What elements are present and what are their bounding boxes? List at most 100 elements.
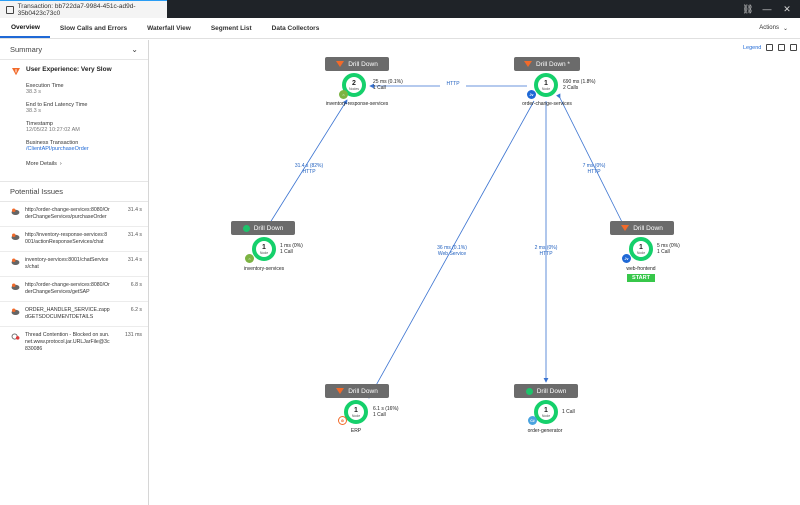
slow-call-icon [11, 233, 20, 240]
edge-ocs-erp[interactable] [368, 100, 535, 399]
node-web-frontend[interactable]: 1 Node [629, 237, 653, 261]
erp-icon: ⚙ [338, 416, 347, 425]
node-time: 1 ms (0%) [280, 243, 303, 249]
issue-text: http://order-change-services:8080/OrderC… [25, 282, 110, 295]
csharp-icon: C# [528, 416, 537, 425]
warning-icon [336, 388, 345, 394]
edge-inv-irs[interactable] [267, 99, 348, 227]
node-sub: Node [541, 413, 551, 418]
issue-item[interactable]: http://order-change-services:8080/OrderC… [0, 202, 148, 227]
issue-duration: 6.2 s [130, 307, 142, 313]
node-inventory-services[interactable]: 1 Node [252, 237, 276, 261]
grid-layout-icon[interactable] [778, 44, 786, 51]
latency-value: 38.3 s [26, 108, 41, 114]
edge-label: 2 ms (0%) HTTP [524, 245, 568, 257]
node-sub: Node [351, 413, 361, 418]
potential-issues-header: Potential Issues [0, 182, 148, 202]
node-order-change-services[interactable]: 1 Node [534, 73, 558, 97]
issue-item[interactable]: Thread Contention - Blocked on sun.net.w… [0, 327, 148, 358]
issue-duration: 6.8 s [130, 282, 142, 288]
node-order-generator[interactable]: 1 Node [534, 400, 558, 424]
actions-menu[interactable]: Actions ⌄ [759, 18, 800, 38]
legend-link[interactable]: Legend [743, 44, 762, 51]
node-count: 1 [262, 243, 266, 251]
legend-toolbar: Legend [743, 44, 798, 51]
node-label: inventory-response-services [325, 101, 389, 107]
edge-time: 31.4 s (82%) [294, 163, 324, 169]
close-icon[interactable]: ✕ [783, 3, 791, 14]
user-experience-status: User Experience: Very Slow [26, 66, 112, 73]
link-icon[interactable]: ⛓ [742, 3, 754, 14]
service-type-icon: ⌂ [339, 90, 348, 99]
node-count: 1 [354, 406, 358, 414]
issue-item[interactable]: inventory-services:8001/chatServices/cha… [0, 252, 148, 277]
node-sub: Node [541, 86, 551, 91]
slow-call-icon [11, 308, 20, 315]
more-details-link[interactable]: More Details › [26, 161, 148, 167]
edge-time: 7 ms (0%) [582, 163, 606, 169]
node-calls: 1 Call [373, 412, 386, 418]
expand-icon[interactable] [790, 44, 798, 51]
drill-down-button[interactable]: Drill Down [610, 221, 674, 235]
node-calls: 2 Calls [563, 85, 579, 91]
node-calls: 1 Call [280, 249, 293, 255]
potential-issues-heading: Potential Issues [10, 187, 63, 196]
window-controls: ⛓ — ✕ [742, 4, 800, 15]
drill-down-button[interactable]: Drill Down [514, 384, 578, 398]
node-label: inventory-services [243, 266, 285, 272]
tab-waterfall[interactable]: Waterfall View [147, 24, 191, 32]
issue-item[interactable]: http://inventory-response-services:8001/… [0, 227, 148, 252]
slow-call-icon [11, 258, 20, 265]
edge-web-ocs[interactable] [556, 93, 625, 227]
issues-list: http://order-change-services:8080/OrderC… [0, 202, 148, 358]
drill-down-label: Drill Down * [536, 60, 570, 68]
node-stats: 690 ms (1.8%) 2 Calls [563, 79, 596, 91]
flow-map[interactable] [150, 40, 800, 505]
refresh-layout-icon[interactable] [766, 44, 774, 51]
tab-slow-calls[interactable]: Slow Calls and Errors [59, 24, 128, 32]
node-calls: 1 Call [373, 85, 386, 91]
drill-down-label: Drill Down [348, 60, 378, 68]
node-erp[interactable]: 1 Node [344, 400, 368, 424]
node-label: order-change-services [522, 101, 572, 107]
edge-protocol: HTTP [587, 169, 601, 175]
node-label: web-frontend [626, 266, 656, 272]
summary-header[interactable]: Summary ⌄ [0, 40, 148, 60]
drill-down-button[interactable]: Drill Down [325, 384, 389, 398]
minimize-icon[interactable]: — [762, 3, 772, 14]
node-stats: 25 ms (0.1%) 1 Call [373, 79, 403, 91]
tab-data-collectors[interactable]: Data Collectors [271, 24, 320, 32]
node-time: 6.1 s (16%) [373, 406, 399, 412]
edge-time: 36 ms (0.1%) [437, 245, 467, 251]
issue-item[interactable]: http://order-change-services:8080/OrderC… [0, 277, 148, 302]
latency-label: End to End Latency Time [26, 102, 88, 108]
chevron-right-icon: › [58, 161, 62, 167]
execution-time-value: 38.3 s [26, 89, 41, 95]
issue-text: inventory-services:8001/chatServices/cha… [25, 257, 109, 270]
transaction-icon [6, 5, 14, 14]
more-details-label: More Details [26, 161, 57, 167]
tab-segment-list[interactable]: Segment List [210, 24, 252, 32]
edge-protocol: HTTP [302, 169, 316, 175]
node-stats: 6.1 s (16%) 1 Call [373, 406, 399, 418]
drill-down-label: Drill Down [536, 387, 567, 395]
window-tab[interactable]: Transaction: bb722da7-9984-451c-ad9d-35b… [0, 0, 167, 18]
drill-down-button[interactable]: Drill Down [231, 221, 295, 235]
drill-down-button[interactable]: Drill Down * [514, 57, 580, 71]
issue-duration: 31.4 s [127, 207, 142, 213]
edge-label: 7 ms (0%) HTTP [572, 163, 616, 175]
timestamp-label: Timestamp [26, 121, 53, 127]
execution-time-label: Execution Time [26, 83, 64, 89]
node-inventory-response-services[interactable]: 2 Nodes [342, 73, 366, 97]
edge-label: HTTP [440, 81, 466, 87]
chevron-down-icon[interactable]: ⌄ [131, 45, 138, 54]
slow-call-icon [11, 208, 20, 215]
issue-item[interactable]: ORDER_HANDLER_SERVICE.zappdGETSDOCUMENTD… [0, 302, 148, 327]
issue-text: http://order-change-services:8080/OrderC… [25, 207, 110, 220]
node-stats: 1 ms (0%) 1 Call [280, 243, 303, 255]
drill-down-button[interactable]: Drill Down [325, 57, 389, 71]
warning-icon [524, 61, 533, 67]
node-sub: Node [259, 250, 269, 255]
business-transaction-link[interactable]: /ClientAPI/purchaseOrder [26, 146, 89, 152]
tab-overview[interactable]: Overview [0, 18, 50, 38]
